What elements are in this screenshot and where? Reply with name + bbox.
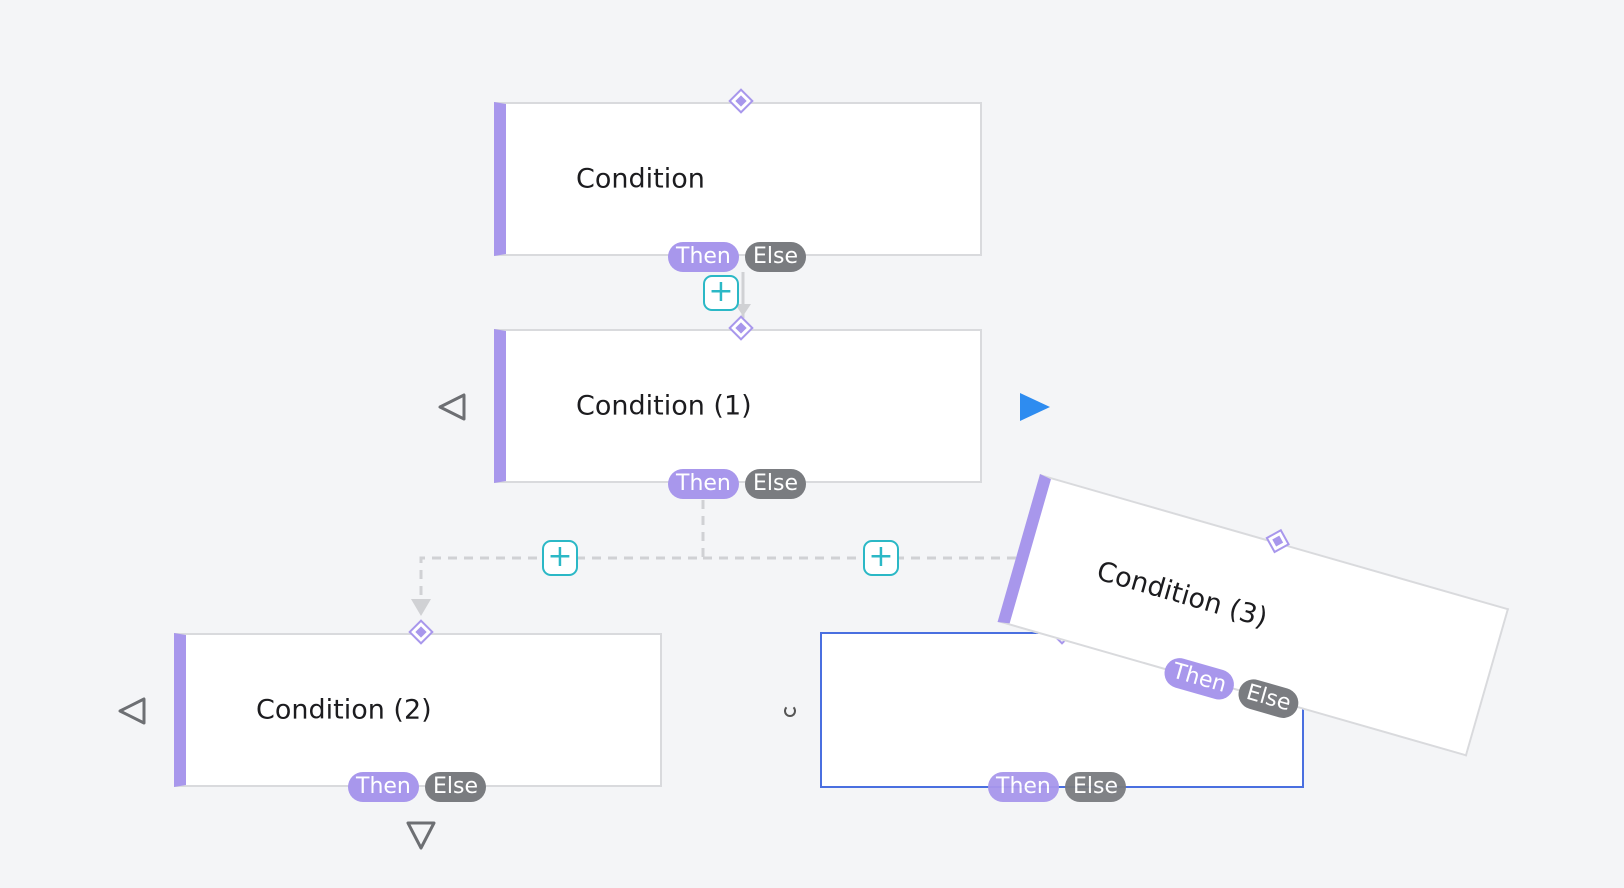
node-title: Condition (1) xyxy=(576,390,752,422)
then-branch-pill[interactable]: Then xyxy=(668,242,739,272)
else-branch-pill[interactable]: Else xyxy=(425,772,487,802)
condition-2-node[interactable]: Condition (2) xyxy=(174,633,662,787)
triangle-right-filled-icon[interactable] xyxy=(1018,391,1052,423)
triangle-left-outline-icon[interactable] xyxy=(116,696,148,726)
else-branch-pill: Else xyxy=(1065,772,1127,802)
node-title: Condition (2) xyxy=(256,694,432,726)
node-title: Condition (3) xyxy=(1093,555,1271,634)
triangle-down-outline-icon[interactable] xyxy=(405,820,437,850)
node-title: Condition xyxy=(576,163,705,195)
triangle-left-outline-icon[interactable] xyxy=(436,392,468,422)
add-then-step-button[interactable]: + xyxy=(542,540,578,576)
else-branch-pill[interactable]: Else xyxy=(745,469,807,499)
connector-arrowhead xyxy=(411,599,431,616)
then-branch-pill[interactable]: Then xyxy=(348,772,419,802)
condition-node[interactable]: Condition xyxy=(494,102,982,256)
condition-1-node[interactable]: Condition (1) xyxy=(494,329,982,483)
else-branch-pill[interactable]: Else xyxy=(745,242,807,272)
add-step-button[interactable]: + xyxy=(703,275,739,311)
then-branch-pill[interactable]: Then xyxy=(668,469,739,499)
add-else-step-button[interactable]: + xyxy=(863,540,899,576)
then-branch-pill: Then xyxy=(988,772,1059,802)
spinner-icon xyxy=(784,705,796,717)
